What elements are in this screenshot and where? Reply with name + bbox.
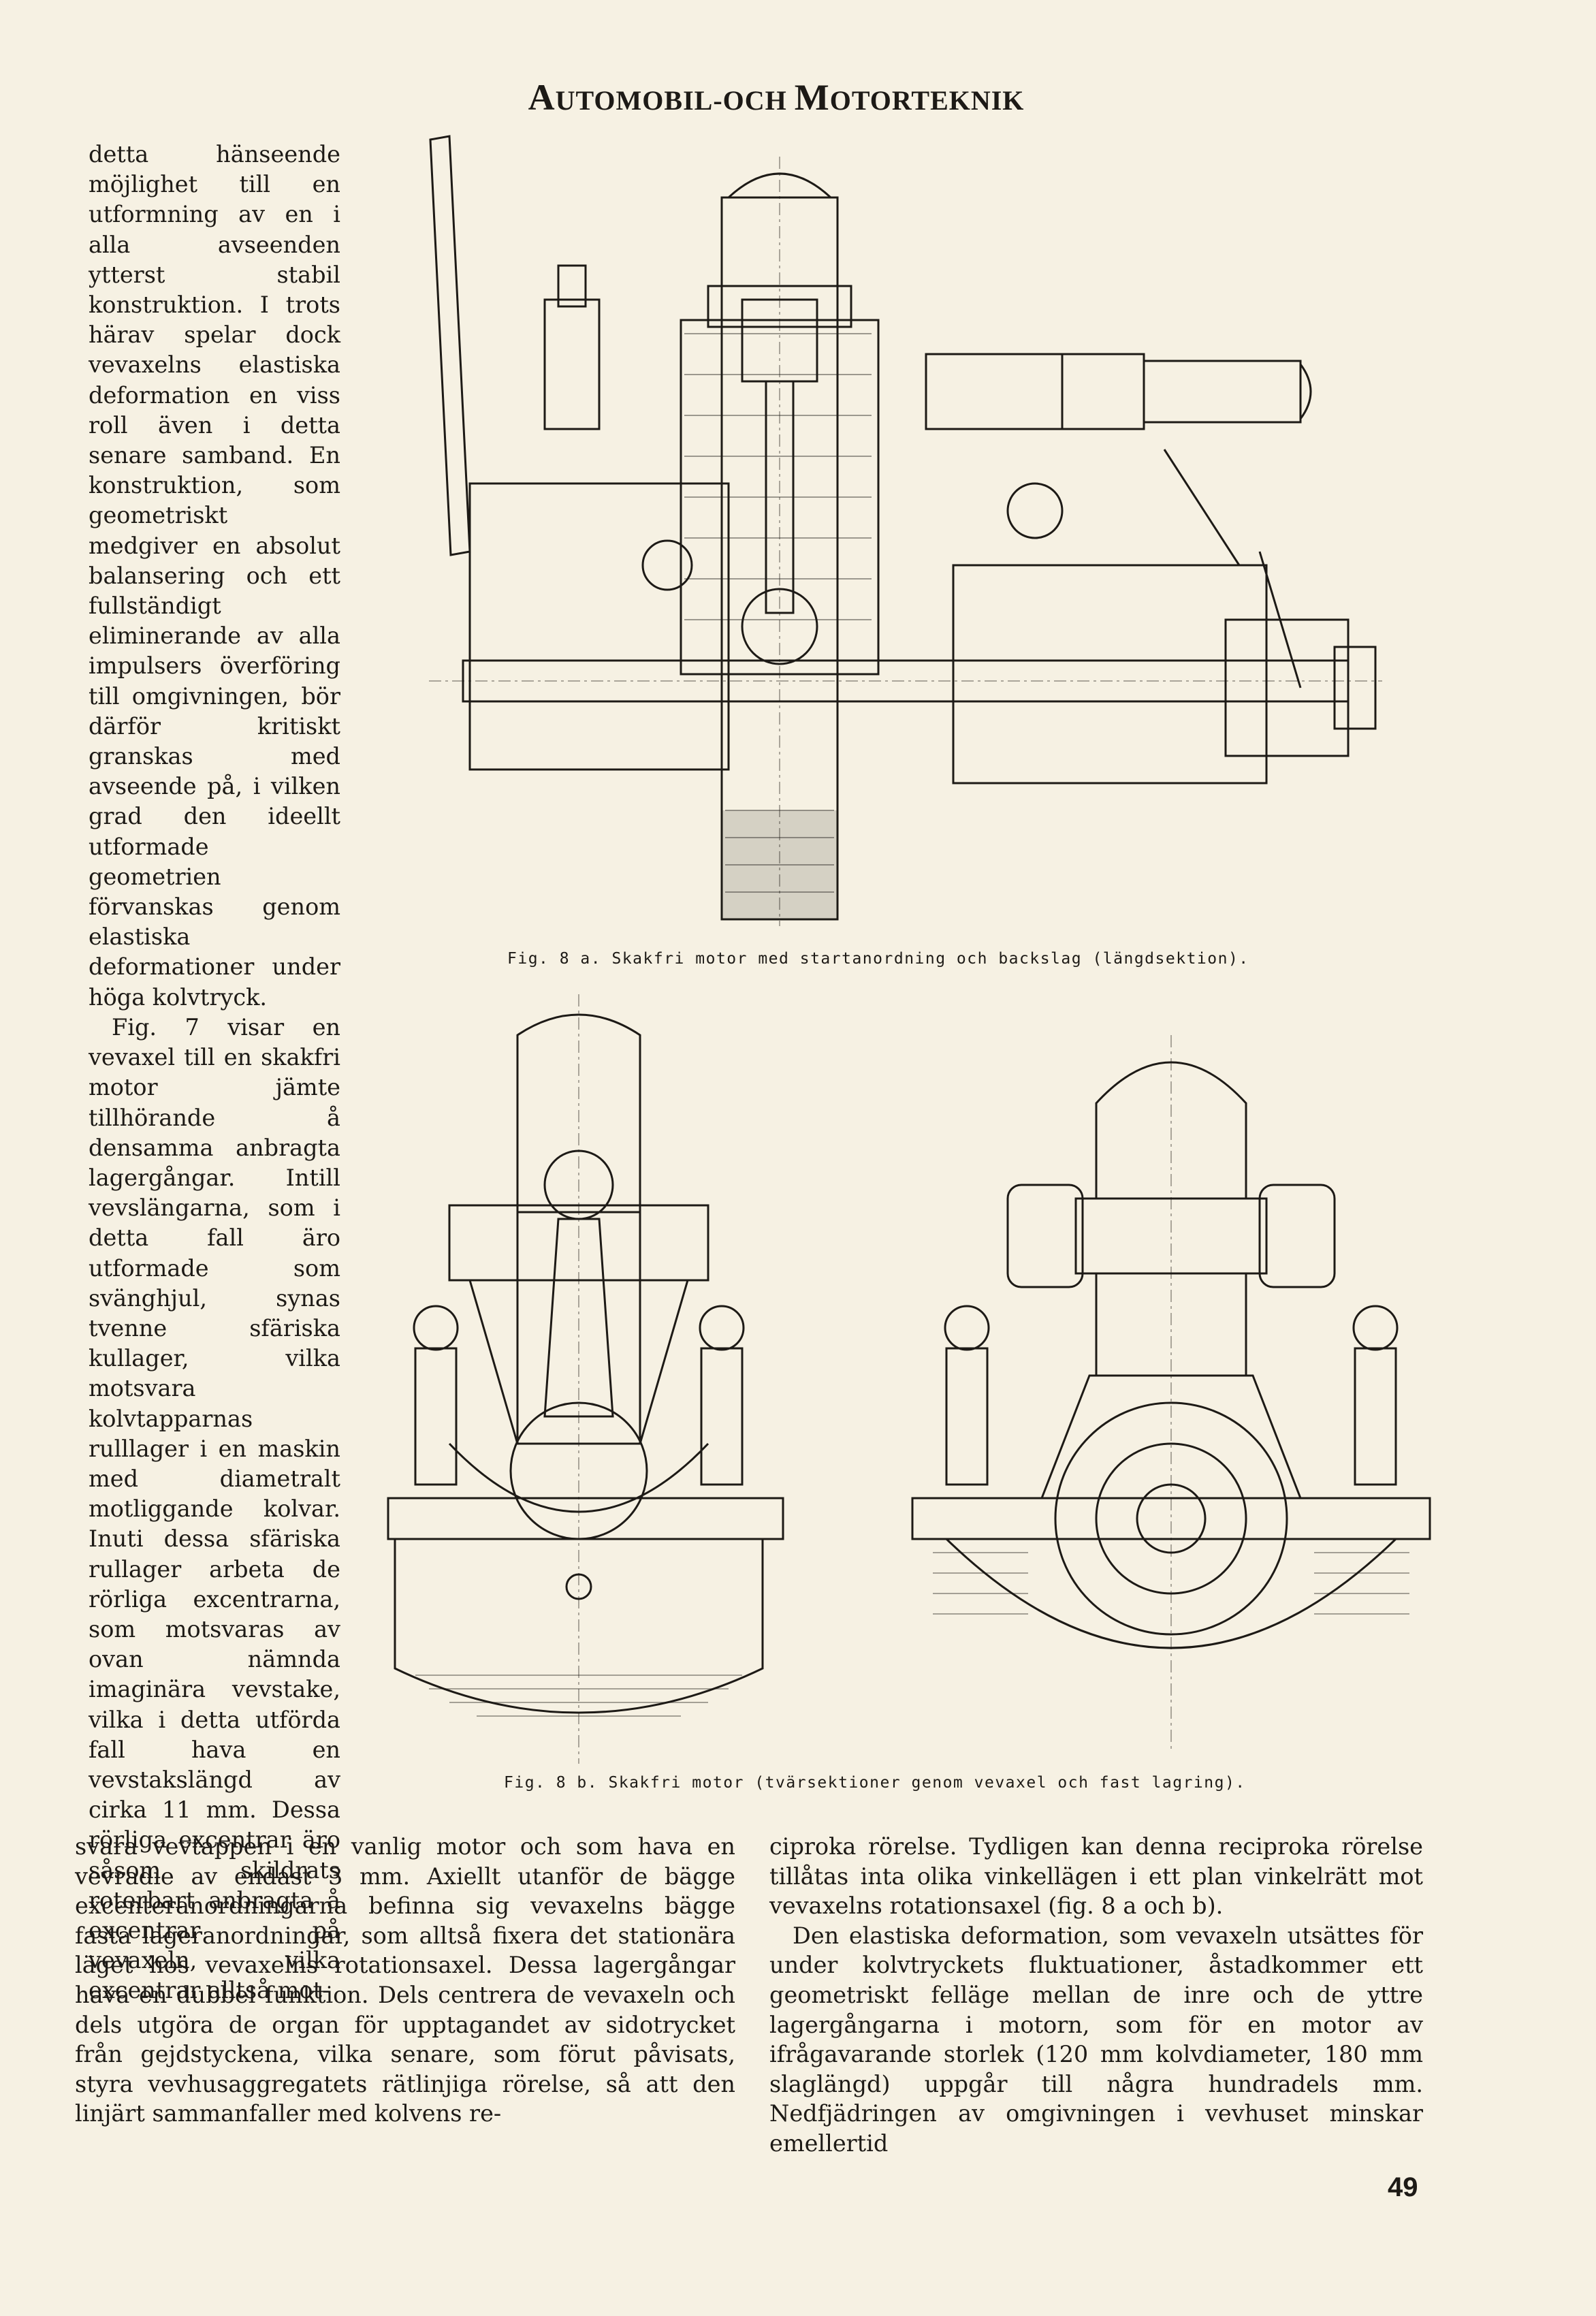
left-paragraph-2: Fig. 7 visar en vevaxel till en skakfri …	[89, 1013, 340, 2004]
header-small-1: UTOMOBIL-OCH	[555, 85, 795, 116]
left-paragraph-1: detta hänseende möjlighet till en utform…	[89, 141, 340, 1011]
bottom-right-text: ciproka rörelse. Tydligen kan denna reci…	[769, 1832, 1423, 2159]
header-big-2: M	[794, 77, 830, 118]
figure-8a-drawing	[429, 135, 1382, 926]
figure-8a-caption: Fig. 8 a. Skakfri motor med startanordni…	[507, 950, 1249, 968]
page-number: 49	[1388, 2172, 1418, 2202]
figure-8b-caption: Fig. 8 b. Skakfri motor (tvärsektioner g…	[504, 1774, 1246, 1792]
header-small-2: OTORTEKNIK	[829, 85, 1025, 116]
bottom-left-text: svara vevtappen i en vanlig motor och so…	[75, 1833, 735, 2127]
left-column-text: detta hänseende möjlighet till en utform…	[89, 140, 340, 2006]
figure-8b-drawing-left	[387, 994, 784, 1764]
bottom-right-paragraph-2: Den elastiska deformation, som vevaxeln …	[769, 1922, 1423, 2157]
header-big-1: A	[528, 77, 556, 118]
start-lever	[429, 135, 471, 556]
bottom-right-paragraph-1: ciproka rörelse. Tydligen kan denna reci…	[769, 1833, 1423, 1920]
figure-8b-drawing-right	[911, 1035, 1431, 1750]
running-header: AUTOMOBIL-OCH MOTORTEKNIK	[470, 76, 1083, 118]
